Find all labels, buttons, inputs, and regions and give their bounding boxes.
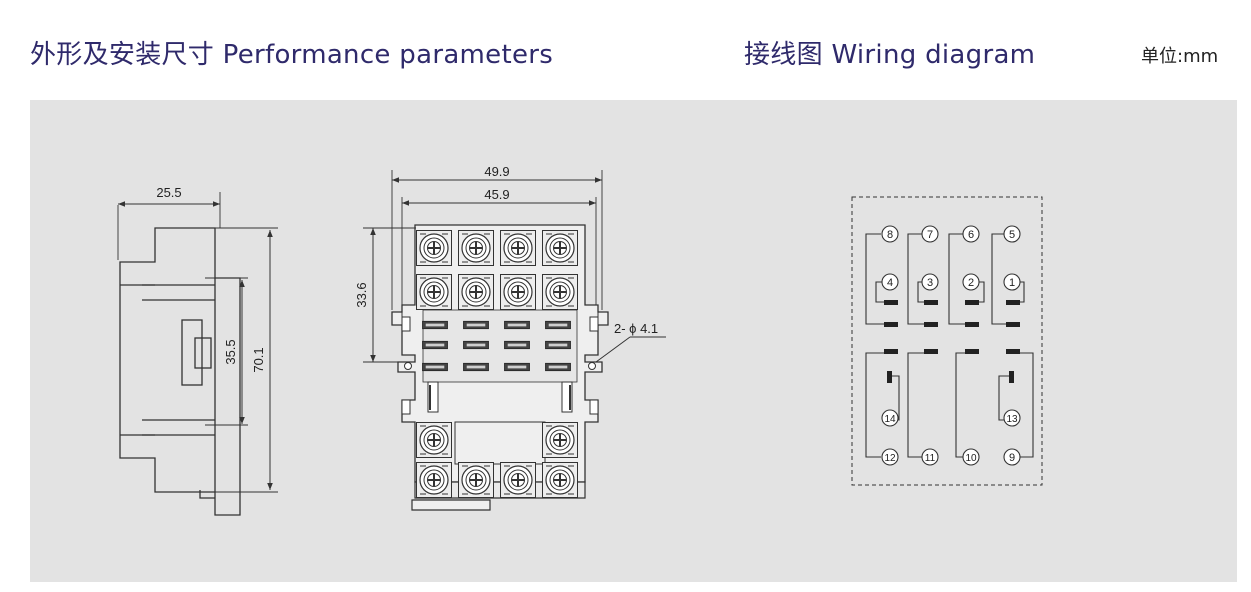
terminal-label: 4 (887, 277, 893, 289)
dim-side-width: 25.5 (156, 185, 181, 200)
dim-side-total-height: 70.1 (251, 347, 266, 372)
terminal-label: 10 (965, 453, 977, 464)
dim-terminal-height: 33.6 (354, 282, 369, 307)
wiring-diagram (851, 196, 1043, 486)
terminal-label: 12 (884, 453, 896, 464)
mounting-hole-label: 2- ϕ 4.1 (614, 321, 658, 336)
front-view-dimensions (363, 170, 666, 363)
terminal-label: 5 (1009, 229, 1015, 241)
side-view (117, 192, 278, 516)
terminal-label: 3 (927, 277, 933, 289)
terminal-label: 14 (884, 414, 896, 425)
wiring-terminal-labels: 8 7 6 5 4 3 2 1 14 13 12 11 10 9 (884, 229, 1018, 464)
unit-label: 单位:mm (1141, 46, 1219, 67)
outline-section-title: 外形及安装尺寸 Performance parameters (30, 40, 554, 70)
wiring-section-title: 接线图 Wiring diagram (744, 40, 1036, 70)
dim-overall-width: 49.9 (484, 164, 509, 179)
side-view-dimensions (118, 201, 273, 490)
terminal-label: 7 (927, 229, 933, 241)
technical-drawing: 25.5 35.5 70.1 (117, 164, 1043, 516)
terminal-label: 1 (1009, 277, 1015, 289)
terminal-label: 6 (968, 229, 974, 241)
terminal-label: 8 (887, 229, 893, 241)
terminal-label: 2 (968, 277, 974, 289)
dim-side-inner-height: 35.5 (223, 339, 238, 364)
dim-inner-width: 45.9 (484, 187, 509, 202)
drawing-panel: 25.5 35.5 70.1 (30, 100, 1237, 582)
terminal-label: 11 (925, 453, 936, 464)
terminal-label: 9 (1009, 452, 1015, 464)
terminal-label: 13 (1006, 414, 1018, 425)
